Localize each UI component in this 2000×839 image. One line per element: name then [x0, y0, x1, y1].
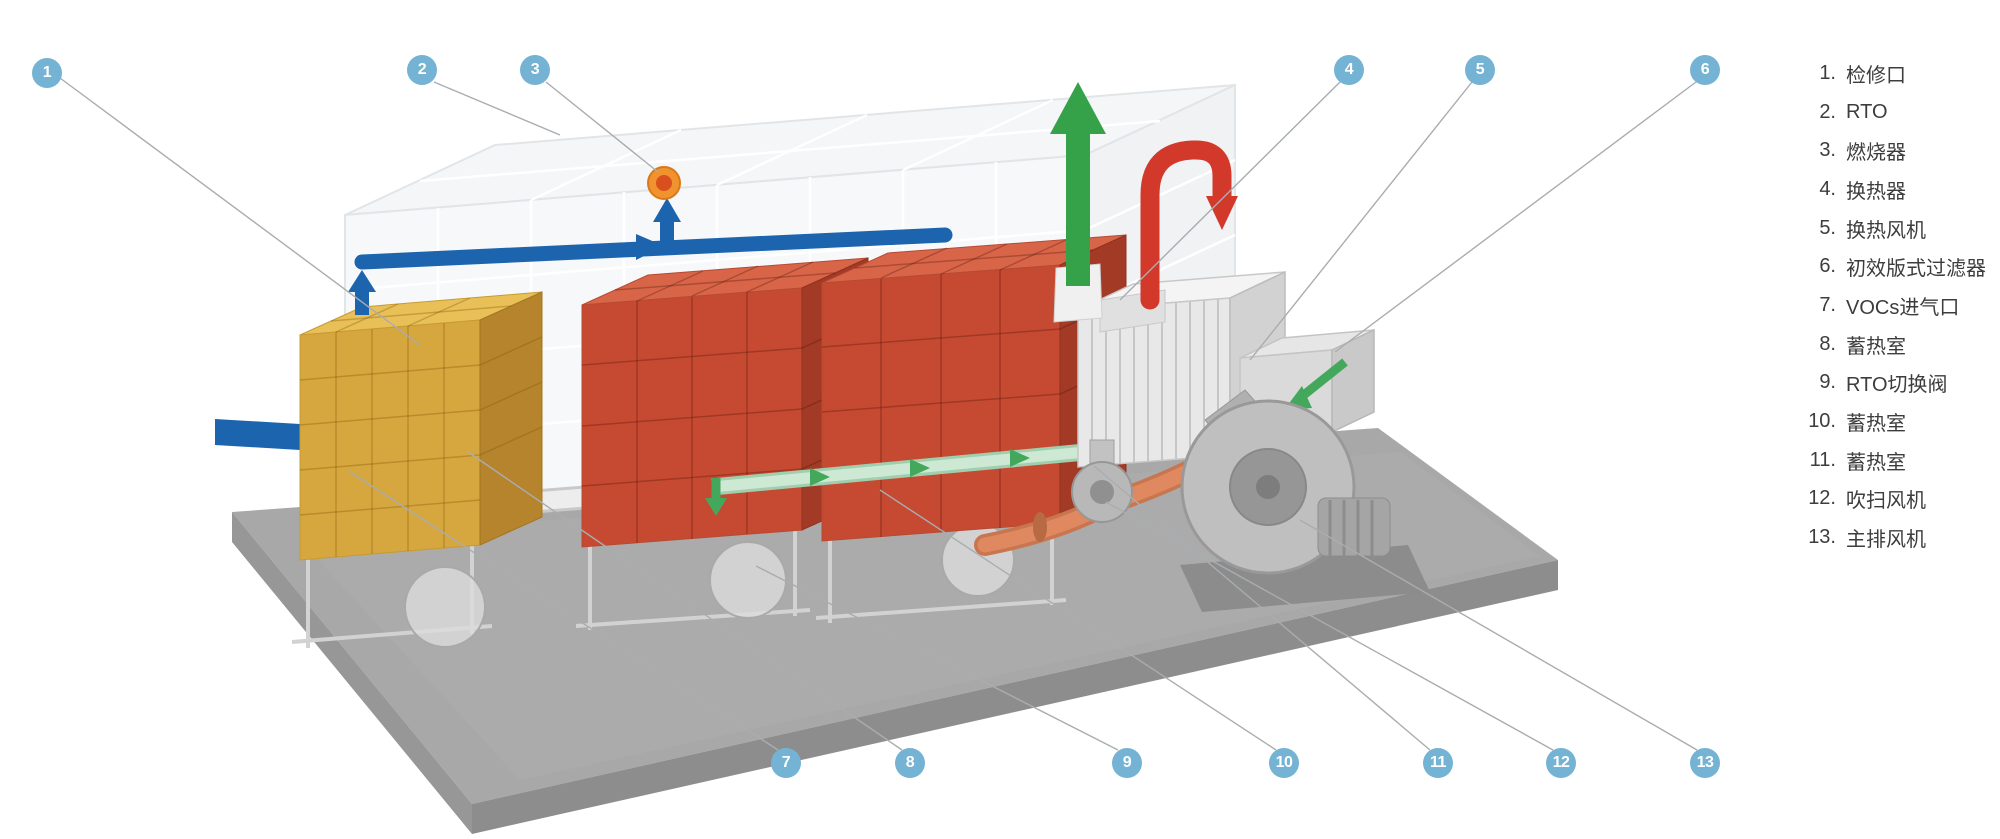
- legend-item-10: 10. 蓄热室: [1796, 402, 1986, 441]
- filter-flow-arrow-shaft: [1297, 358, 1348, 402]
- green-chevron-3: [1010, 449, 1030, 467]
- hot-gas-arrow: [1140, 140, 1238, 310]
- legend-label: VOCs进气口: [1846, 296, 1960, 319]
- burner-flame: [647, 166, 681, 200]
- legend-item-6: 6. 初效版式过滤器: [1796, 247, 1986, 286]
- green-arrow-shaft: [1066, 130, 1090, 286]
- overhead-blue-pipe: [348, 198, 953, 315]
- leader-line-11: [1093, 465, 1431, 751]
- platform-left-edge: [232, 512, 472, 834]
- valve-tank-middle: [709, 541, 787, 619]
- leader-line-8: [467, 451, 903, 751]
- legend-item-8: 8. 蓄热室: [1796, 325, 1986, 364]
- legend-number: 4.: [1819, 177, 1836, 200]
- callout-badge-9: 9: [1112, 748, 1142, 778]
- leader-line-7: [349, 471, 779, 751]
- legend-number: 12.: [1808, 487, 1836, 510]
- clean-air-pipe: [705, 439, 1129, 516]
- legend-number: 8.: [1819, 332, 1836, 355]
- legend-label: 主排风机: [1846, 529, 1926, 552]
- heat-bed-yellow: [299, 291, 543, 561]
- green-branch-arrow-head: [705, 498, 727, 516]
- leader-line-9: [755, 565, 1119, 751]
- green-arrow-head: [1050, 82, 1106, 134]
- fan-hub: [1256, 475, 1280, 499]
- legend-number: 2.: [1819, 100, 1836, 123]
- legend-label: 换热器: [1846, 180, 1906, 203]
- legend-item-5: 5. 换热风机: [1796, 209, 1986, 248]
- callout-badge-8: 8: [895, 748, 925, 778]
- green-chevron-2: [910, 459, 930, 477]
- legend-number: 5.: [1819, 216, 1836, 239]
- legend-number: 9.: [1819, 371, 1836, 394]
- legend-item-9: 9. RTO切换阀: [1796, 364, 1986, 403]
- legend-item-3: 3. 燃烧器: [1796, 131, 1986, 170]
- callout-badge-7: 7: [771, 748, 801, 778]
- legend-number: 11.: [1809, 448, 1836, 471]
- clean-exhaust-stack: [1050, 82, 1106, 323]
- legend-number: 3.: [1819, 139, 1836, 162]
- legend-number: 7.: [1819, 293, 1836, 316]
- callout-badge-1: 1: [32, 58, 62, 88]
- legend-number: 1.: [1819, 61, 1836, 84]
- legend-label: 吹扫风机: [1846, 490, 1926, 513]
- flame-inner: [656, 175, 672, 191]
- leader-line-1: [59, 77, 421, 346]
- legend-item-12: 12. 吹扫风机: [1796, 480, 1986, 519]
- leader-line-13: [1299, 519, 1698, 751]
- red-arrow-head: [1206, 196, 1238, 230]
- leader-line-3: [545, 81, 659, 173]
- leader-lines: [59, 77, 1698, 751]
- callout-badge-2: 2: [407, 55, 437, 85]
- legend-item-13: 13. 主排风机: [1796, 518, 1986, 557]
- legend-item-7: 7. VOCs进气口: [1796, 286, 1986, 325]
- callout-badge-6: 6: [1690, 55, 1720, 85]
- purge-fan: [1071, 439, 1133, 523]
- legend-label: RTO切换阀: [1846, 374, 1948, 397]
- legend: 1. 检修口 2. RTO 3. 燃烧器 4. 换热器 5. 换热风机 6. 初…: [1796, 54, 1986, 557]
- legend-item-1: 1. 检修口: [1796, 54, 1986, 93]
- legend-number: 13.: [1808, 526, 1836, 549]
- callout-badge-5: 5: [1465, 55, 1495, 85]
- bed-yellow-grid: [299, 297, 543, 557]
- callout-badge-10: 10: [1269, 748, 1299, 778]
- leader-line-5: [1249, 81, 1473, 361]
- legend-label: 蓄热室: [1846, 451, 1906, 474]
- blue-riser-burner-head: [653, 198, 681, 222]
- legend-label: 燃烧器: [1846, 142, 1906, 165]
- legend-item-11: 11. 蓄热室: [1796, 441, 1986, 480]
- legend-label: 蓄热室: [1846, 335, 1906, 358]
- legend-label: 检修口: [1846, 64, 1906, 87]
- purge-fan-hub: [1090, 480, 1114, 504]
- legend-item-2: 2. RTO: [1796, 93, 1986, 132]
- green-chevron-1: [810, 468, 830, 486]
- leader-line-4: [1119, 81, 1341, 301]
- callout-badge-3: 3: [520, 55, 550, 85]
- leader-line-10: [879, 489, 1277, 751]
- leader-line-12: [1105, 501, 1554, 751]
- callout-badge-4: 4: [1334, 55, 1364, 85]
- blue-riser-left-head: [348, 270, 376, 292]
- legend-number: 6.: [1819, 255, 1836, 278]
- legend-label: 初效版式过滤器: [1846, 258, 1986, 281]
- leader-line-6: [1334, 81, 1697, 353]
- legend-label: 换热风机: [1846, 219, 1926, 242]
- inlet-arrow-shaft: [215, 419, 300, 450]
- legend-label: 蓄热室: [1846, 413, 1906, 436]
- callout-badge-12: 12: [1546, 748, 1576, 778]
- legend-number: 10.: [1808, 410, 1836, 433]
- callout-badge-11: 11: [1423, 748, 1453, 778]
- legend-item-4: 4. 换热器: [1796, 170, 1986, 209]
- callout-badge-13: 13: [1690, 748, 1720, 778]
- pipe-flange-1: [1033, 512, 1047, 542]
- blue-arrow-right: [636, 234, 664, 260]
- leader-line-2: [433, 81, 561, 136]
- legend-label: RTO: [1846, 100, 1888, 123]
- heat-exchanger-fins: [1091, 299, 1219, 466]
- valve-tank-left: [404, 566, 486, 648]
